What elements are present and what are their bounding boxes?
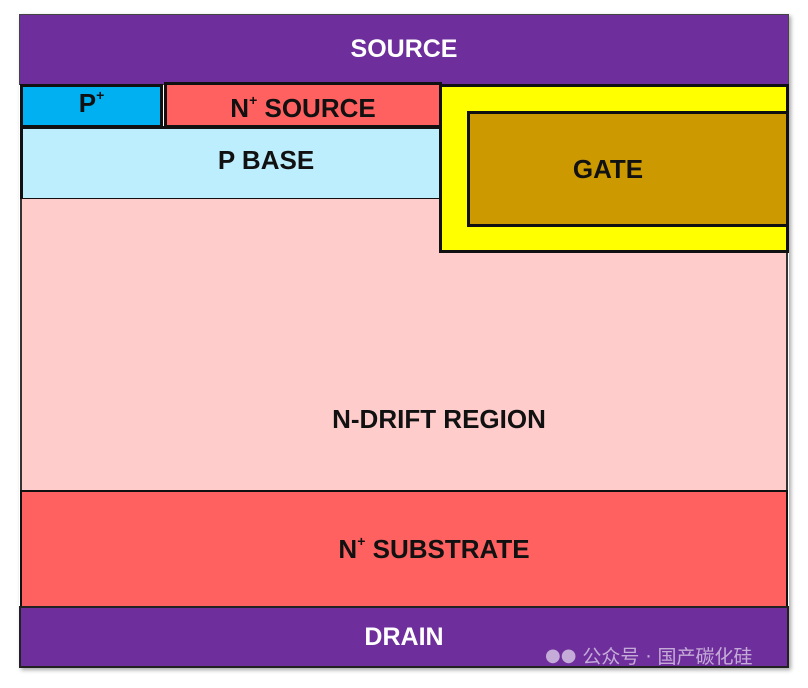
gate-electrode: GATE <box>467 111 789 227</box>
n-plus-source-region: N+ SOURCE <box>164 82 442 128</box>
p-base-label: P BASE <box>217 145 315 175</box>
drain-electrode: DRAIN <box>19 606 789 668</box>
gate-label: GATE <box>572 153 644 184</box>
substrate-label: N+ SUBSTRATE <box>338 532 530 564</box>
source-label: SOURCE <box>350 35 458 63</box>
watermark: ●● 公众号 · 国产碳化硅 <box>545 642 753 669</box>
wechat-icon: ●● <box>545 645 577 666</box>
watermark-text: 公众号 · 国产碳化硅 <box>582 646 753 668</box>
n-plus-substrate: N+ SUBSTRATE <box>20 490 788 608</box>
p-plus-label: P+ <box>78 86 105 118</box>
n-drift-label: N-DRIFT REGION <box>332 404 546 434</box>
source-electrode: SOURCE <box>19 14 789 85</box>
p-plus-region: P+ <box>20 84 163 128</box>
p-base-region: P BASE <box>20 126 442 201</box>
drain-label: DRAIN <box>364 622 444 651</box>
n-plus-source-label: N+ SOURCE <box>230 91 376 123</box>
